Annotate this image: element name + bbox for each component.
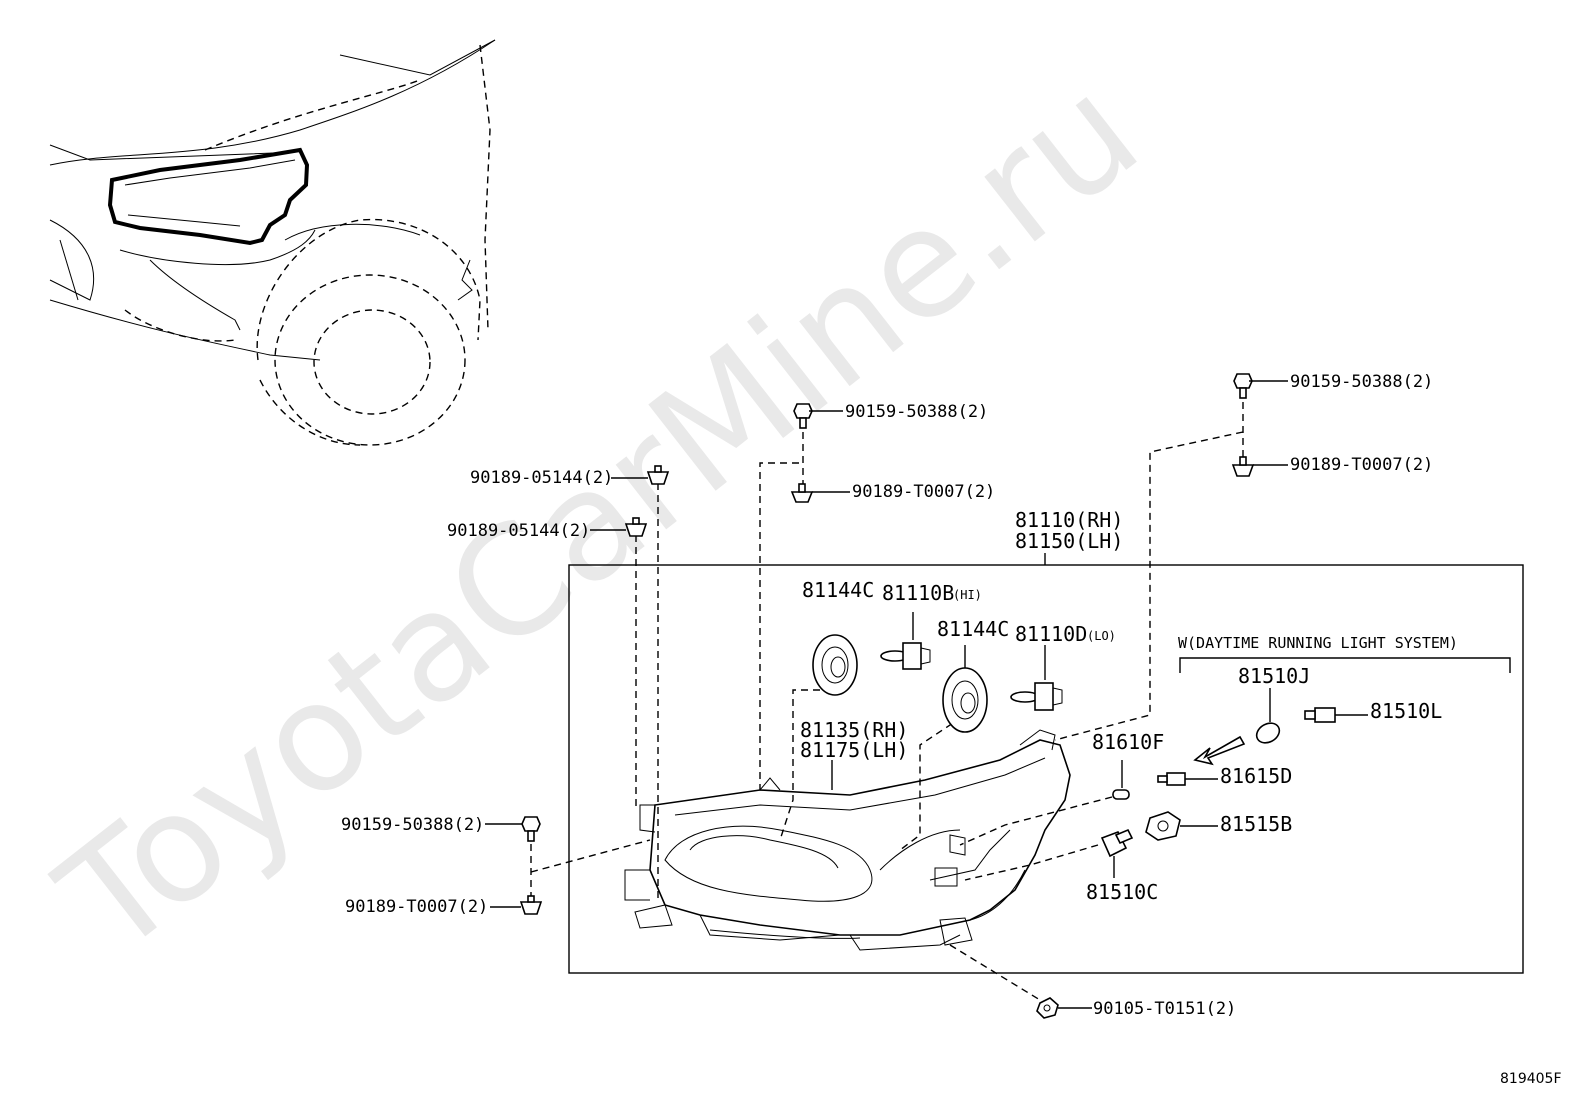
diagram-code: 819405F [1500,1071,1562,1087]
screw-bottom-icon [1036,997,1059,1019]
arrow-icon [1193,735,1246,766]
label-cover-lo: 81144C [937,617,1009,641]
label-socket-d: 81615D [1220,764,1292,788]
drl-bulb-icon [1255,688,1281,744]
label-bulb-c: 81510C [1086,880,1158,904]
cover-lo-icon [942,667,988,733]
bulb-lo-icon [1010,645,1063,711]
label-housing-rh: 81135(RH) [800,718,908,742]
cover-hi-icon [812,634,858,696]
label-clip-left-bottom: 90189-T0007(2) [345,897,488,917]
label-bulb-hi: 81110B [882,581,954,605]
bolt-top-mid-icon [793,403,813,429]
clip-left-1-icon [646,465,670,485]
vehicle-front-illustration [49,39,496,446]
label-cover-hi: 81144C [802,578,874,602]
bulb-c-icon [1100,828,1134,878]
label-clip-top-right: 90189-T0007(2) [1290,455,1433,475]
label-bolt-top-mid: 90159-50388(2) [845,402,988,422]
label-housing-lh: 81175(LH) [800,738,908,762]
clip-top-mid-icon [790,483,814,503]
assembly-lh-label: 81150(LH) [1015,529,1123,553]
label-drl-bulb: 81510J [1238,664,1310,688]
label-bulb-hi-suffix: (HI) [953,588,982,602]
label-side-lamp: 81610F [1092,730,1164,754]
label-bolt-left: 90159-50388(2) [341,815,484,835]
socket-d-icon [1157,772,1218,786]
drl-group-bracket [1179,657,1511,673]
label-clip-left-1: 90189-05144(2) [470,468,613,488]
label-clip-top-mid: 90189-T0007(2) [852,482,995,502]
clip-left-2-icon [624,517,648,537]
socket-b-icon [1145,811,1218,841]
bolt-left-icon [521,816,541,842]
label-leaders [485,380,1288,1009]
assembly-frame [568,564,1524,974]
assembly-rh-label: 81110(RH) [1015,508,1123,532]
label-drl-socket: 81510L [1370,699,1442,723]
label-bolt-top-right: 90159-50388(2) [1290,372,1433,392]
drl-group-label: W(DAYTIME RUNNING LIGHT SYSTEM) [1178,634,1458,652]
label-bulb-lo: 81110D [1015,622,1087,646]
clip-top-right-icon [1231,456,1255,477]
drl-socket-icon [1304,707,1368,723]
label-bulb-lo-suffix: (LO) [1087,629,1116,643]
headlamp-assembly [624,729,1071,951]
clip-left-bottom-icon [519,895,543,915]
label-screw-bottom: 90105-T0151(2) [1093,999,1236,1019]
bulb-hi-icon [880,612,931,670]
label-clip-left-2: 90189-05144(2) [447,521,590,541]
bolt-top-right-icon [1233,373,1253,399]
side-lamp-icon [1112,760,1130,800]
label-socket-b: 81515B [1220,812,1292,836]
